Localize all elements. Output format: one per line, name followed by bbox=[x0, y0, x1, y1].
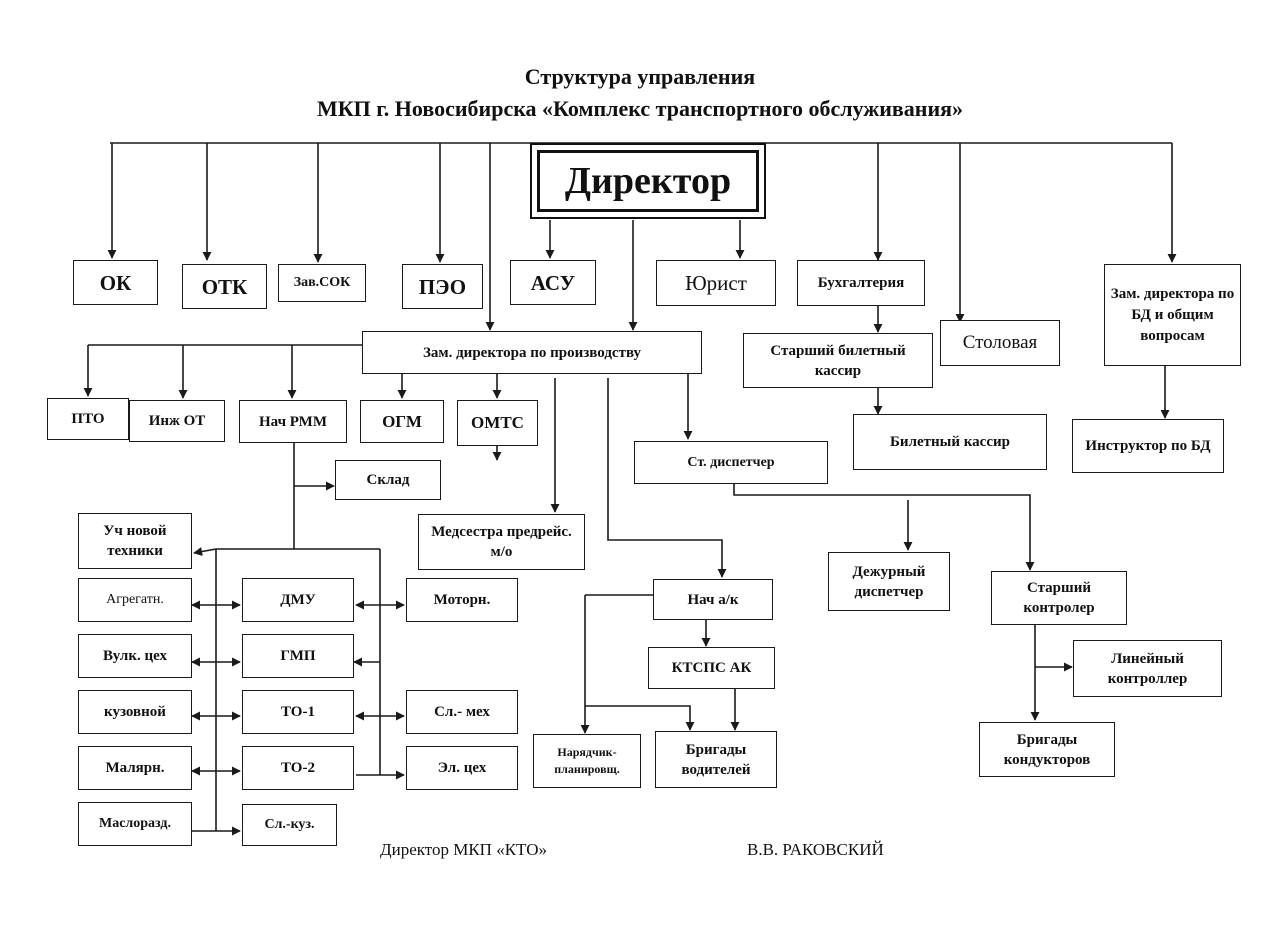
arrow-to-nach-ak bbox=[607, 378, 727, 578]
node-sklad: Склад bbox=[335, 460, 441, 500]
node-maslorazd: Маслоразд. bbox=[78, 802, 192, 846]
node-malyarn: Малярн. bbox=[78, 746, 192, 790]
node-buhgalteriya: Бухгалтерия bbox=[797, 260, 925, 306]
director-label: Директор bbox=[537, 150, 759, 212]
node-nach-ak: Нач а/к bbox=[653, 579, 773, 620]
node-vulk-ceh: Вулк. цех bbox=[78, 634, 192, 678]
node-pto: ПТО bbox=[47, 398, 129, 440]
node-medsestra: Медсестра предрейс. м/о bbox=[418, 514, 585, 570]
director-box: Директор bbox=[530, 143, 766, 219]
chart-title-line-2: МКП г. Новосибирска «Комплекс транспортн… bbox=[316, 96, 964, 121]
node-naryadchik: Нарядчик-планировщ. bbox=[533, 734, 641, 788]
node-uch-novoy-tehniki: Уч новой техники bbox=[78, 513, 192, 569]
node-kuzovnoy: кузовной bbox=[78, 690, 192, 734]
node-nach-rmm: Нач РММ bbox=[239, 400, 347, 443]
node-to2: ТО-2 bbox=[242, 746, 354, 790]
node-sl-kuz: Сл.-куз. bbox=[242, 804, 337, 846]
node-dezhurniy-dispetcher: Дежурный диспетчер bbox=[828, 552, 950, 611]
signature-label: Директор МКП «КТО» bbox=[380, 840, 547, 859]
node-st-dispetcher: Ст. диспетчер bbox=[634, 441, 828, 484]
node-sl-meh: Сл.- мех bbox=[406, 690, 518, 734]
node-peo: ПЭО bbox=[402, 264, 483, 309]
node-omts: ОМТС bbox=[457, 400, 538, 446]
node-el-ceh: Эл. цех bbox=[406, 746, 518, 790]
node-motorn: Моторн. bbox=[406, 578, 518, 622]
node-lineyniy-kontroller: Линейный контроллер bbox=[1073, 640, 1222, 697]
node-stolovaya: Столовая bbox=[940, 320, 1060, 366]
chart-title-line-1: Структура управления bbox=[524, 64, 756, 89]
node-inzh-ot: Инж ОТ bbox=[129, 400, 225, 442]
arrow-to-uch-novoy bbox=[193, 547, 217, 556]
node-instruktor-bd: Инструктор по БД bbox=[1072, 419, 1224, 473]
node-zam-proizv: Зам. директора по производству bbox=[362, 331, 702, 374]
node-biletniy-kassir: Билетный кассир bbox=[853, 414, 1047, 470]
node-to1: ТО-1 bbox=[242, 690, 354, 734]
node-starshiy-kontroler: Старший контролер bbox=[991, 571, 1127, 625]
signature-name: В.В. РАКОВСКИЙ bbox=[747, 840, 884, 859]
node-otk: ОТК bbox=[182, 264, 267, 309]
node-brigady-konduktorov: Бригады кондукторов bbox=[979, 722, 1115, 777]
node-starshiy-kassir: Старший билетный кассир bbox=[743, 333, 933, 388]
node-zam-bd: Зам. директора по БД и общим вопросам bbox=[1104, 264, 1241, 366]
arrow-naryadchik-to-brigady bbox=[585, 705, 695, 731]
node-ok: ОК bbox=[73, 260, 158, 305]
node-dmu: ДМУ bbox=[242, 578, 354, 622]
node-gmp: ГМП bbox=[242, 634, 354, 678]
arrow-to-starshiy-kontroler bbox=[733, 484, 1035, 571]
node-ogm: ОГМ bbox=[360, 400, 444, 443]
node-zav-sok: Зав.СОК bbox=[278, 264, 366, 302]
node-yurist: Юрист bbox=[656, 260, 776, 306]
node-agregatn: Агрегатн. bbox=[78, 578, 192, 622]
node-brigady-voditeley: Бригады водителей bbox=[655, 731, 777, 788]
node-ktsps-ak: КТСПС АК bbox=[648, 647, 775, 689]
node-asu: АСУ bbox=[510, 260, 596, 305]
